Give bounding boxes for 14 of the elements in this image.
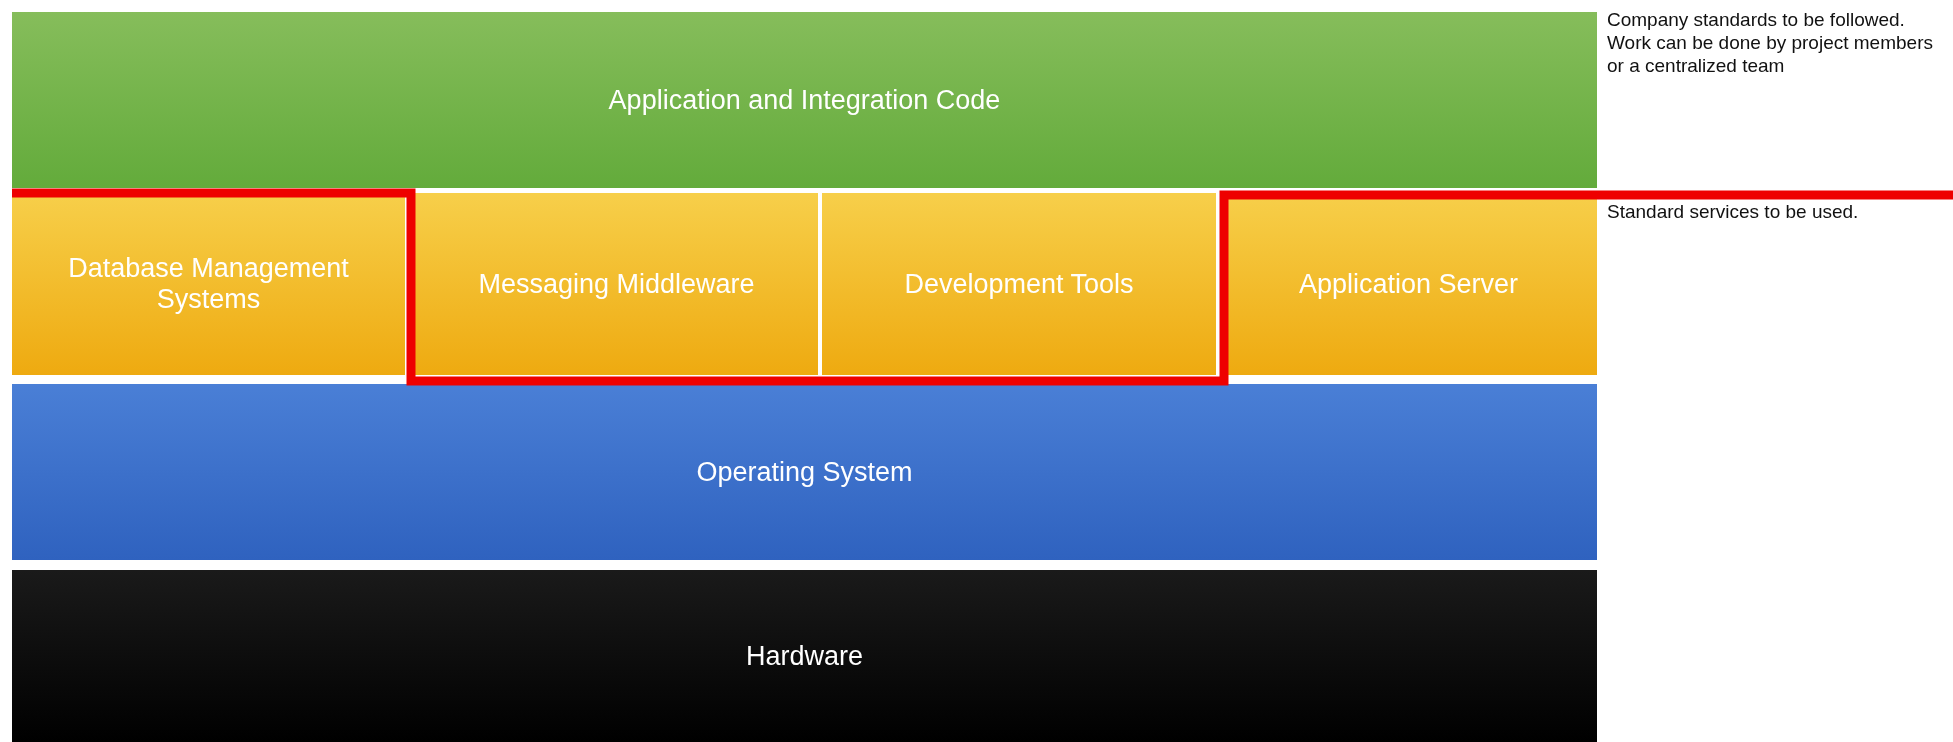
note-text: Company standards to be followed. Work can be done by project members or a centralized team (1607, 8, 1934, 77)
layer-label: Application Server (1298, 268, 1519, 300)
layer-label: Development Tools (904, 268, 1134, 300)
note-text: Standard services to be used. (1607, 200, 1860, 223)
layer-block (415, 193, 818, 375)
layer-block (822, 193, 1216, 375)
layer-label: Database Management Systems (67, 253, 350, 315)
layer-bar (12, 12, 1597, 188)
layer-label: Hardware (745, 640, 863, 672)
layer-label: Operating System (696, 456, 913, 488)
layer-bar (12, 384, 1597, 560)
layer-label: Messaging Middleware (478, 268, 755, 300)
layer-label: Application and Integration Code (608, 84, 1001, 116)
layer-bar (12, 570, 1597, 742)
